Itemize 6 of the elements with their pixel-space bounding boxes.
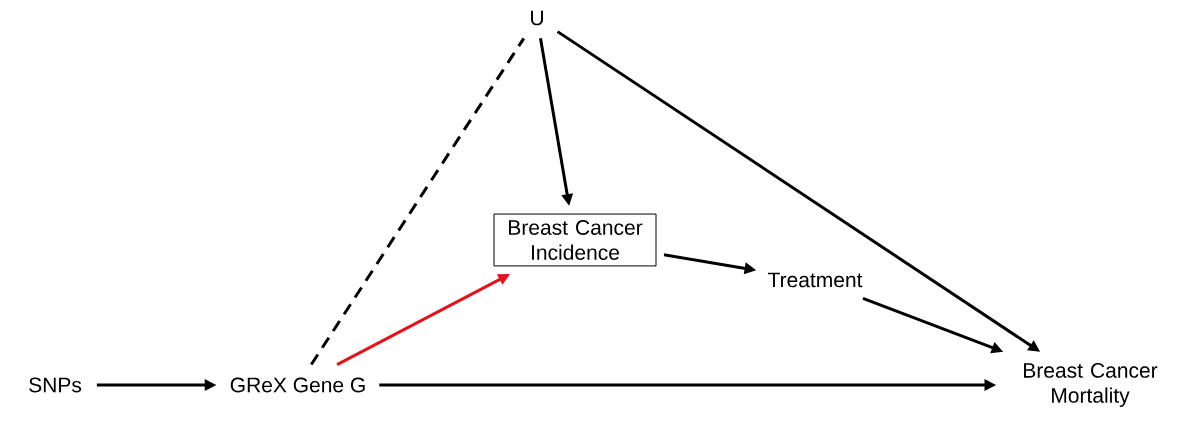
- node-label: GReX Gene G: [230, 377, 365, 393]
- node-label: SNPs: [29, 377, 82, 393]
- node-label: Treatment: [768, 272, 863, 288]
- node-label: Breast Cancer Mortality: [1024, 362, 1158, 407]
- node-label: U: [531, 10, 543, 26]
- rectangle-box: Breast Cancer Incidence: [493, 213, 657, 267]
